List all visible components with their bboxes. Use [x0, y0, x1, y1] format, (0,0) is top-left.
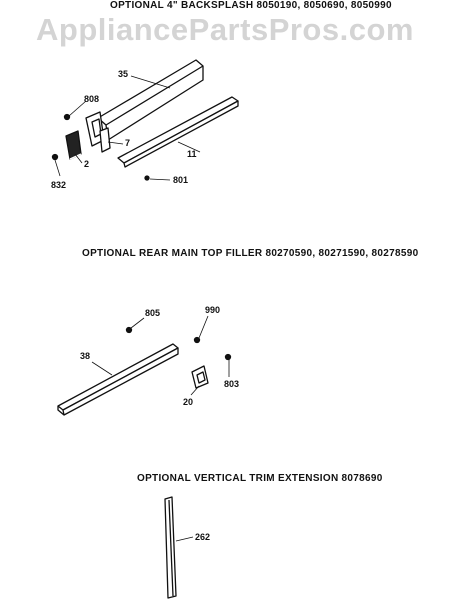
spacer-block	[65, 130, 82, 160]
section-title-trim-extension: OPTIONAL VERTICAL TRIM EXTENSION 8078690	[137, 473, 383, 484]
vertical-trim-bar	[164, 496, 177, 599]
section-title-rear-filler: OPTIONAL REAR MAIN TOP FILLER 80270590, …	[82, 248, 419, 259]
callout-801: 801	[173, 175, 189, 185]
bottom-trim-strip	[117, 96, 239, 168]
callout-2: 2	[84, 159, 90, 169]
screws-section-2	[125, 326, 232, 361]
callout-808: 808	[84, 94, 100, 104]
callout-20: 20	[183, 397, 194, 407]
callout-805: 805	[145, 308, 161, 318]
callout-38: 38	[80, 351, 91, 361]
leaders-section-3	[175, 536, 194, 542]
callout-262: 262	[195, 532, 211, 542]
callout-803: 803	[224, 379, 240, 389]
leaders-section-1	[54, 75, 201, 181]
clip	[99, 127, 111, 153]
watermark-text: AppliancePartsPros.com	[36, 12, 414, 47]
filler-bracket	[191, 365, 209, 389]
leaders-section-2	[91, 315, 230, 396]
callout-990: 990	[205, 305, 221, 315]
screws-section-1	[51, 113, 150, 181]
section-title-backsplash: OPTIONAL 4" BACKSPLASH 8050190, 8050690,…	[110, 0, 392, 11]
callout-11: 11	[187, 149, 197, 159]
callout-7: 7	[125, 138, 131, 148]
callout-832: 832	[51, 180, 67, 190]
callout-35: 35	[118, 69, 129, 79]
filler-channel	[57, 343, 179, 416]
